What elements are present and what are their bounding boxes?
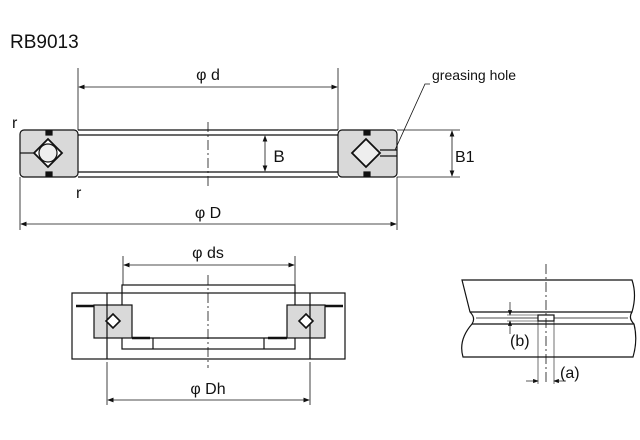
label-D: φ D	[195, 205, 221, 222]
bearing-cross-section-top	[19, 129, 398, 178]
housing-mount-drawing	[71, 284, 346, 360]
label-Dh: φ Dh	[190, 381, 225, 398]
label-r-top: r	[12, 115, 18, 132]
label-d: φ d	[196, 67, 220, 84]
greasing-hole-detail	[461, 279, 637, 358]
label-ds: φ ds	[192, 245, 224, 262]
label-r-bottom: r	[76, 185, 82, 202]
label-a: (a)	[560, 365, 580, 382]
label-greasing-hole: greasing hole	[432, 67, 516, 83]
model-title: RB9013	[10, 32, 79, 53]
label-B1: B1	[455, 149, 475, 166]
label-B: B	[273, 147, 284, 166]
label-b: (b)	[510, 333, 530, 350]
